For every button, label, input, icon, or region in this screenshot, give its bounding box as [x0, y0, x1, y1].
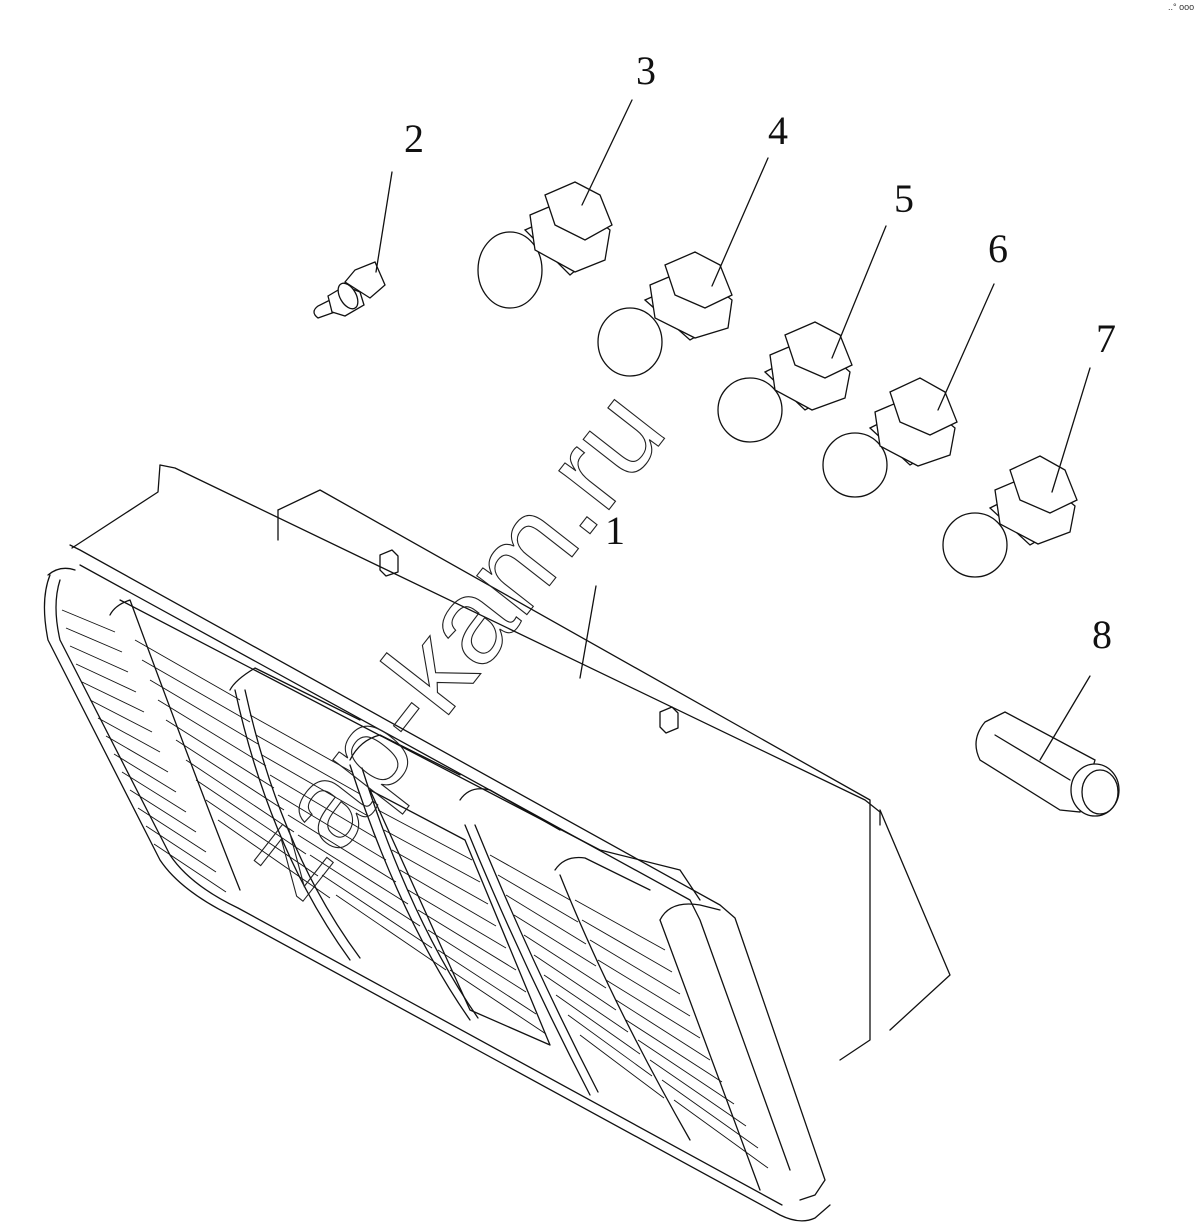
- lens-ribs: [61, 609, 769, 1169]
- bulb-7: [942, 455, 1078, 578]
- leader-1: [579, 585, 597, 679]
- leader-4: [711, 157, 769, 287]
- small-wedge-bulb: [313, 261, 386, 319]
- label-3: 3: [636, 48, 656, 93]
- label-4: 4: [768, 108, 788, 153]
- corner-mark: ..° ooo: [1168, 2, 1194, 12]
- bulb-3: [477, 181, 613, 309]
- leader-8: [1039, 675, 1091, 761]
- label-2: 2: [404, 116, 424, 161]
- leader-6: [937, 283, 995, 411]
- part-labels: 1 2 3 4 5 6 7 8: [404, 48, 1116, 657]
- lamp-housing: [43, 464, 951, 1222]
- bulb-6: [822, 377, 958, 498]
- bulb-5: [717, 321, 853, 443]
- label-6: 6: [988, 226, 1008, 271]
- leader-7: [1051, 367, 1091, 493]
- festoon-bulb-8: [975, 711, 1120, 817]
- leader-lines: [375, 99, 1091, 761]
- label-1: 1: [605, 508, 625, 553]
- bulb-4: [597, 251, 733, 377]
- label-7: 7: [1096, 316, 1116, 361]
- watermark: zap-kam.ru: [215, 366, 690, 921]
- leader-2: [375, 171, 393, 273]
- label-8: 8: [1092, 612, 1112, 657]
- leader-5: [831, 225, 887, 359]
- leader-3: [581, 99, 633, 206]
- label-5: 5: [894, 176, 914, 221]
